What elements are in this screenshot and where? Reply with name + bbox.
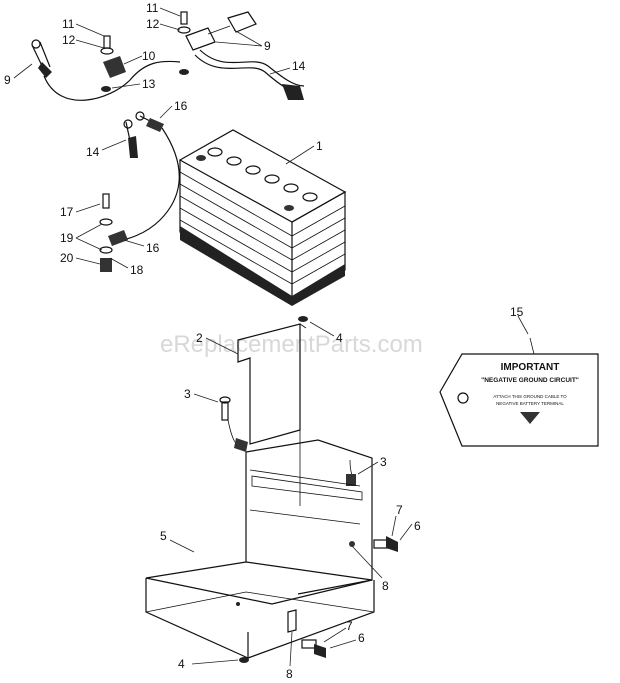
callout-9: 9 [4, 73, 11, 87]
callout-3: 3 [184, 387, 191, 401]
callout-13: 13 [142, 77, 156, 91]
battery-caps [196, 147, 318, 211]
callout-5: 5 [160, 529, 167, 543]
callout-12: 12 [62, 33, 76, 47]
callout-16: 16 [174, 99, 188, 113]
callout-11: 11 [62, 17, 75, 31]
label-subtitle: "NEGATIVE GROUND CIRCUIT" [481, 377, 579, 384]
callout-8: 8 [286, 667, 293, 681]
callout-8: 8 [382, 579, 389, 593]
callout-11: 11 [146, 1, 159, 15]
callout-14: 14 [86, 145, 100, 159]
callout-6: 6 [358, 631, 365, 645]
callout-4: 4 [336, 331, 343, 345]
callout-10: 10 [142, 49, 156, 63]
callout-15: 15 [510, 305, 524, 319]
callout-12: 12 [146, 17, 160, 31]
callout-1: 1 [316, 139, 323, 153]
callout-2: 2 [196, 331, 203, 345]
watermark: eReplacementParts.com [160, 331, 423, 358]
callout-7: 7 [396, 503, 403, 517]
callout-7: 7 [346, 619, 353, 633]
callout-17: 17 [60, 205, 74, 219]
callouts: 11 12 11 12 9 10 9 13 14 16 14 1 17 19 1… [4, 1, 524, 681]
battery [178, 129, 347, 306]
leader-lines [13, 7, 529, 667]
warning-label-tag: IMPORTANT "NEGATIVE GROUND CIRCUIT" ATTA… [439, 337, 599, 447]
callout-9: 9 [264, 39, 271, 53]
battery-tray [145, 439, 398, 663]
label-line1: ATTACH THIS GROUND CABLE TO [493, 394, 567, 399]
callout-4: 4 [178, 657, 185, 671]
callout-20: 20 [60, 251, 74, 265]
callout-3: 3 [380, 455, 387, 469]
cables [31, 11, 305, 272]
callout-6: 6 [414, 519, 421, 533]
callout-14: 14 [292, 59, 306, 73]
label-title: IMPORTANT [501, 362, 560, 373]
callout-19: 19 [60, 231, 74, 245]
callout-18: 18 [130, 263, 144, 277]
label-line2: NEGATIVE BATTERY TERMINAL [496, 401, 564, 406]
hold-down-bracket [219, 316, 357, 506]
callout-16: 16 [146, 241, 160, 255]
